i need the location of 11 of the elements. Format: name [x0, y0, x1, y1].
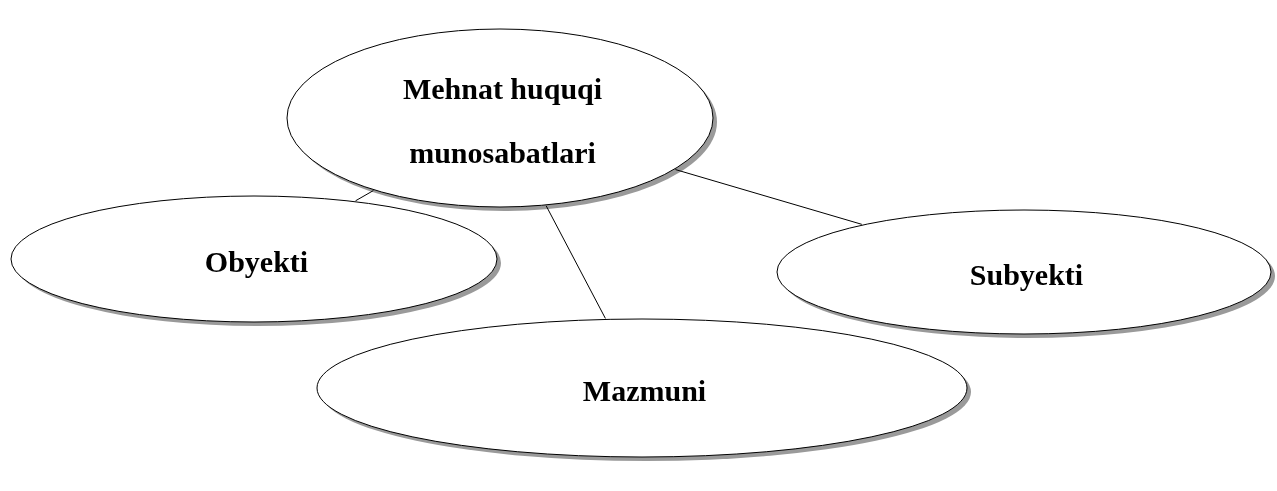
node-label: Obyekti: [203, 243, 310, 280]
node-label: Mehnat huquqi munosabatlari: [401, 70, 604, 171]
connector-line: [545, 205, 606, 319]
ellipse-node: [286, 28, 719, 213]
node-label: Subyekti: [968, 256, 1085, 293]
connector-line: [674, 169, 863, 225]
connector-line: [355, 190, 374, 202]
ellipse-node: [316, 318, 973, 463]
ellipse-node: [776, 209, 1277, 340]
ellipse-node: [10, 195, 503, 328]
node-label: Mazmuni: [581, 372, 708, 409]
